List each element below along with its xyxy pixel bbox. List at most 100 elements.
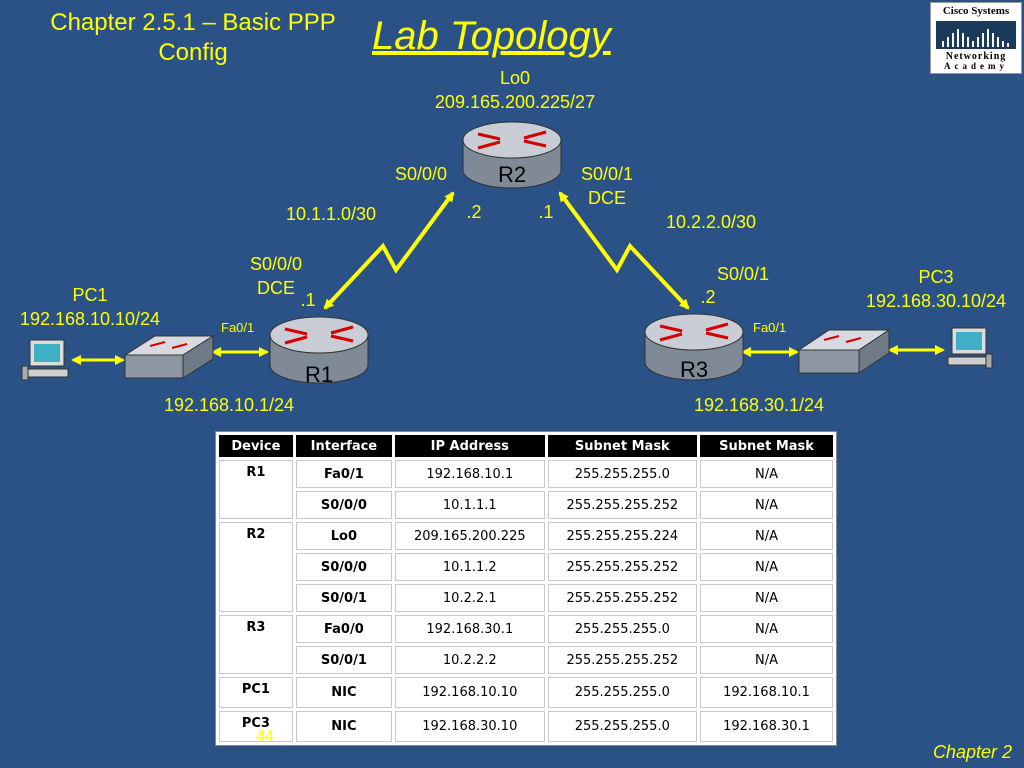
cell-interface: Fa0/0	[295, 615, 393, 643]
switch-right-icon	[797, 329, 891, 374]
r1-dce-label: DCE	[256, 278, 296, 298]
cell-gateway: N/A	[700, 584, 833, 612]
r2-right-host-label: .1	[538, 202, 554, 222]
chapter-title-line1: Chapter 2.5.1 – Basic PPP	[50, 9, 336, 36]
r2-dce-label: DCE	[587, 188, 627, 208]
cell-mask: 255.255.255.0	[547, 711, 698, 742]
network-10-2-2-label: 10.2.2.0/30	[665, 212, 757, 232]
table-row: PC1 NIC 192.168.10.10 255.255.255.0 192.…	[219, 677, 833, 708]
logo-line3: Academy	[944, 61, 1008, 71]
logo-line1: Cisco Systems	[942, 5, 1010, 17]
r2-s001-label: S0/0/1	[580, 164, 634, 184]
cell-interface: S0/0/0	[295, 491, 393, 519]
chapter-title: Chapter 2.5.1 – Basic PPP Config	[18, 8, 368, 68]
cell-mask: 255.255.255.224	[547, 522, 698, 550]
cell-mask: 255.255.255.252	[547, 491, 698, 519]
cell-ip: 209.165.200.225	[395, 522, 545, 550]
table-row: S0/0/0 10.1.1.2 255.255.255.252 N/A	[219, 553, 833, 581]
cell-ip: 192.168.10.1	[395, 460, 545, 488]
cell-mask: 255.255.255.0	[547, 460, 698, 488]
cell-interface: S0/0/1	[295, 584, 393, 612]
serial-link-r2-r3	[558, 191, 690, 310]
cell-device: R1	[219, 460, 293, 519]
table-row: R2 Lo0 209.165.200.225 255.255.255.224 N…	[219, 522, 833, 612]
cell-mask: 255.255.255.252	[547, 584, 698, 612]
pc3-label: PC3	[918, 267, 954, 287]
router-r2-label: R2	[497, 162, 527, 187]
table-row: S0/0/1 10.2.2.1 255.255.255.252 N/A	[219, 584, 833, 612]
cell-ip: 10.2.2.1	[395, 584, 545, 612]
network-10-1-1-label: 10.1.1.0/30	[285, 204, 377, 224]
cell-ip: 192.168.30.10	[395, 711, 545, 742]
r3-s001-label: S0/0/1	[716, 264, 770, 284]
cell-device: PC3	[219, 711, 293, 742]
pc1-label: PC1	[72, 285, 108, 305]
header-subnet-mask: Subnet Mask	[547, 435, 698, 457]
router-r1-label: R1	[304, 362, 334, 387]
table-row: R3 Fa0/0 192.168.30.1 255.255.255.0 N/A	[219, 615, 833, 674]
cell-mask: 255.255.255.252	[547, 646, 698, 674]
r1-host-label: .1	[300, 290, 316, 310]
cell-gateway: 192.168.30.1	[700, 711, 833, 742]
r3-lan-ip-label: 192.168.30.1/24	[693, 395, 825, 415]
cell-device: PC1	[219, 677, 293, 708]
cell-ip: 10.1.1.2	[395, 553, 545, 581]
cell-device: R2	[219, 522, 293, 612]
header-ip-address: IP Address	[395, 435, 545, 457]
cell-interface: S0/0/0	[295, 553, 393, 581]
table-header-row: Device Interface IP Address Subnet Mask …	[219, 435, 833, 457]
cell-gateway: N/A	[700, 553, 833, 581]
router-r3-label: R3	[679, 357, 709, 382]
cell-interface: NIC	[295, 711, 393, 742]
cell-gateway: 192.168.10.1	[700, 677, 833, 708]
cell-gateway: N/A	[700, 491, 833, 519]
r3-fa01-label: Fa0/1	[753, 320, 787, 335]
addressing-table: Device Interface IP Address Subnet Mask …	[215, 431, 837, 746]
cell-ip: 10.1.1.1	[395, 491, 545, 519]
router-r1-icon	[269, 316, 369, 384]
pc1-computer-icon	[21, 339, 69, 381]
cisco-networking-academy-logo: Cisco Systems Networking Academy	[930, 2, 1022, 74]
chapter-title-line2: Config	[158, 39, 228, 66]
router-r3-icon	[644, 313, 744, 381]
cell-interface: NIC	[295, 677, 393, 708]
header-subnet-mask-2: Subnet Mask	[700, 435, 833, 457]
serial-link-r1-r2	[323, 191, 455, 310]
router-r2-icon	[462, 121, 562, 189]
r2-left-host-label: .2	[466, 202, 482, 222]
cell-gateway: N/A	[700, 646, 833, 674]
r2-lo0-label: Lo0	[499, 68, 531, 88]
table-row: R1 Fa0/1 192.168.10.1 255.255.255.0 N/A	[219, 460, 833, 519]
r1-fa01-label: Fa0/1	[221, 320, 255, 335]
cell-mask: 255.255.255.0	[547, 677, 698, 708]
cell-mask: 255.255.255.0	[547, 615, 698, 643]
table-row: S0/0/0 10.1.1.1 255.255.255.252 N/A	[219, 491, 833, 519]
r1-lan-ip-label: 192.168.10.1/24	[163, 395, 295, 415]
cell-ip: 192.168.10.10	[395, 677, 545, 708]
cell-ip: 10.2.2.2	[395, 646, 545, 674]
r2-s000-label: S0/0/0	[394, 164, 448, 184]
pc1-ip-label: 192.168.10.10/24	[19, 309, 161, 329]
topology-diagram	[21, 121, 993, 384]
logo-line2: Networking	[945, 51, 1007, 62]
footer-chapter: Chapter 2	[932, 742, 1012, 762]
switch-left-icon	[123, 335, 215, 379]
header-device: Device	[219, 435, 293, 457]
cell-gateway: N/A	[700, 522, 833, 550]
pc3-ip-label: 192.168.30.10/24	[865, 291, 1007, 311]
cell-device: R3	[219, 615, 293, 674]
cell-interface: S0/0/1	[295, 646, 393, 674]
r3-host-label: .2	[700, 287, 716, 307]
table-row: PC3 NIC 192.168.30.10 255.255.255.0 192.…	[219, 711, 833, 742]
cell-ip: 192.168.30.1	[395, 615, 545, 643]
header-interface: Interface	[295, 435, 393, 457]
pc3-computer-icon	[947, 327, 993, 369]
cell-interface: Fa0/1	[295, 460, 393, 488]
r2-lo0-ip-label: 209.165.200.225/27	[434, 92, 596, 112]
r1-s000-label: S0/0/0	[249, 254, 303, 274]
cell-gateway: N/A	[700, 460, 833, 488]
table-row: S0/0/1 10.2.2.2 255.255.255.252 N/A	[219, 646, 833, 674]
logo-bars-icon	[936, 21, 1016, 49]
cell-gateway: N/A	[700, 615, 833, 643]
page-number: 44	[256, 728, 274, 745]
